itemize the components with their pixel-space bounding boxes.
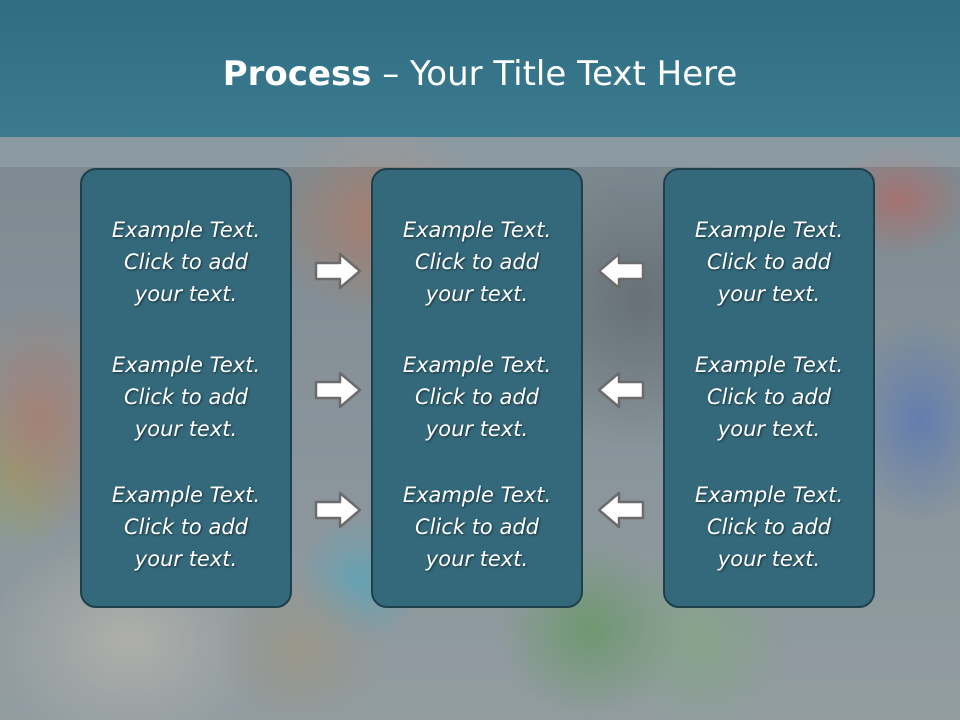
panel-text[interactable]: Example Text. Click to add your text. [402, 218, 552, 306]
panel-text[interactable]: Example Text. Click to add your text. [111, 353, 261, 441]
panel-text[interactable]: Example Text. Click to add your text. [694, 483, 844, 571]
process-panel-left[interactable]: Example Text. Click to add your text. Ex… [80, 168, 292, 608]
process-panel-center[interactable]: Example Text. Click to add your text. Ex… [371, 168, 583, 608]
title-rest: – Your Title Text Here [371, 54, 738, 94]
panel-text[interactable]: Example Text. Click to add your text. [694, 218, 844, 306]
panel-text[interactable]: Example Text. Click to add your text. [111, 218, 261, 306]
arrow-left-icon [597, 252, 645, 290]
arrow-left-icon [597, 371, 645, 409]
title-bold: Process [222, 54, 372, 94]
title-strip [0, 137, 960, 167]
arrow-left-icon [597, 491, 645, 529]
panel-text[interactable]: Example Text. Click to add your text. [402, 483, 552, 571]
arrow-right-icon [314, 252, 362, 290]
arrow-right-icon [314, 491, 362, 529]
slide-title[interactable]: Process – Your Title Text Here [0, 52, 960, 96]
arrow-right-icon [314, 371, 362, 409]
process-panel-right[interactable]: Example Text. Click to add your text. Ex… [663, 168, 875, 608]
panel-text[interactable]: Example Text. Click to add your text. [402, 353, 552, 441]
title-bar: Process – Your Title Text Here [0, 0, 960, 137]
panel-text[interactable]: Example Text. Click to add your text. [694, 353, 844, 441]
panel-text[interactable]: Example Text. Click to add your text. [111, 483, 261, 571]
